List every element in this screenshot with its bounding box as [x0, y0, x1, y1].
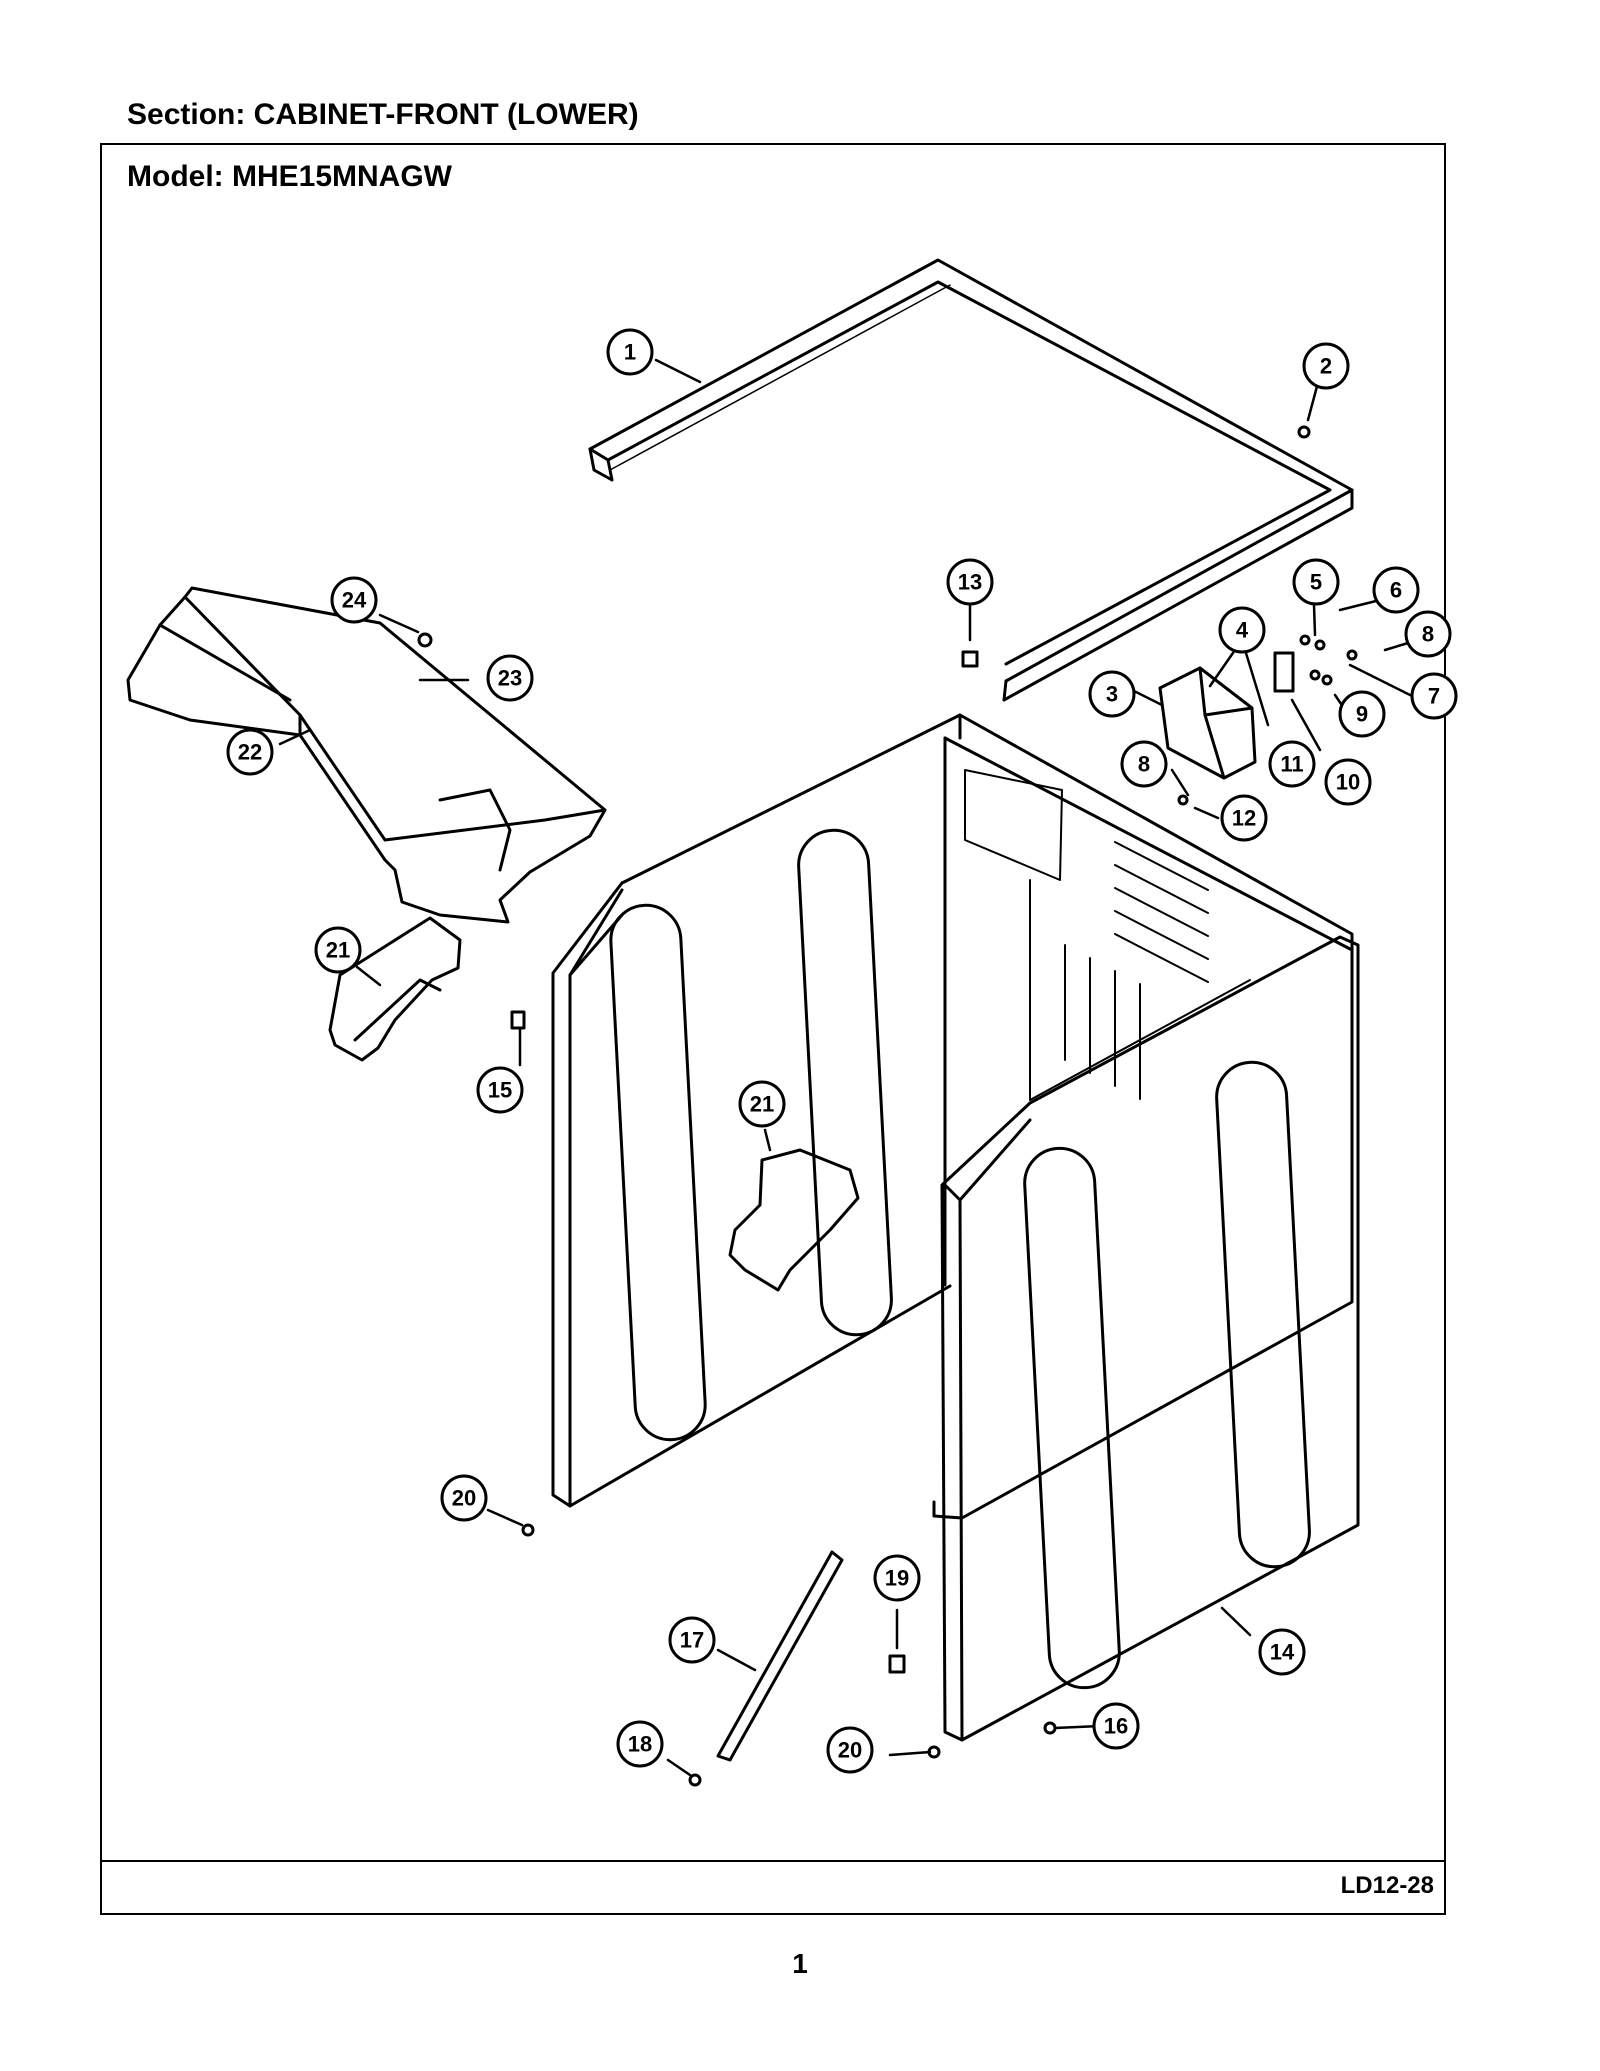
callout-label-23: 23: [498, 666, 522, 691]
part-11-switch: [1273, 651, 1295, 693]
callout-label-10: 10: [1336, 770, 1360, 795]
callout-15: [476, 1066, 524, 1114]
callout-22: [226, 728, 274, 776]
callout-17: [668, 1616, 716, 1664]
callout-7: [1410, 672, 1458, 720]
part-15-clip: [510, 1010, 526, 1030]
callout-13: [946, 558, 994, 606]
callout-label-24: 24: [342, 588, 367, 613]
model-title: Model: MHE15MNAGW: [127, 160, 452, 193]
footer-divider: [100, 1860, 1446, 1862]
callout-24: [330, 576, 378, 624]
part-13-clip: [961, 650, 979, 668]
callout-21a: [314, 926, 362, 974]
callout-6: [1372, 566, 1420, 614]
callout-label-22: 22: [238, 740, 262, 765]
part-3-bracket: [1158, 666, 1257, 780]
callout-label-3: 3: [1106, 682, 1118, 707]
part-top-frame: [588, 258, 1354, 702]
callout-label-11: 11: [1280, 752, 1303, 777]
callout-16: [1092, 1702, 1140, 1750]
callout-20a: [440, 1474, 488, 1522]
callout-4: [1218, 606, 1266, 654]
callout-8a: [1404, 610, 1452, 658]
part-21-inner-bracket: [728, 1148, 860, 1292]
callout-label-2: 2: [1320, 354, 1332, 379]
cabinet-body: [551, 713, 1360, 1742]
callout-12: [1220, 794, 1268, 842]
part-17-strap: [716, 1550, 844, 1762]
callout-18: [616, 1720, 664, 1768]
callout-label-5: 5: [1310, 570, 1322, 595]
callout-label-18: 18: [628, 1732, 652, 1757]
callout-label-8b: 8: [1138, 752, 1150, 777]
page-number: 1: [792, 1948, 808, 1979]
part-front-trim: [126, 586, 607, 924]
part-19-clip: [888, 1654, 906, 1674]
callouts: [226, 328, 1458, 1774]
callout-label-14: 14: [1270, 1640, 1295, 1665]
callout-label-12: 12: [1232, 806, 1256, 831]
callout-20b: [826, 1726, 874, 1774]
leader-lines: [278, 358, 1422, 1777]
callout-23: [486, 654, 534, 702]
screws: [417, 425, 1358, 1787]
callout-label-9: 9: [1356, 702, 1368, 727]
callout-label-20a: 20: [452, 1486, 476, 1511]
callout-2: [1302, 342, 1350, 390]
callout-label-7: 7: [1428, 684, 1440, 709]
callout-9: [1338, 690, 1386, 738]
callout-label-19: 19: [885, 1566, 909, 1591]
callout-label-15: 15: [488, 1078, 512, 1103]
callout-11: [1268, 740, 1316, 788]
diagram-code: LD12-28: [1340, 1872, 1434, 1899]
callout-label-1: 1: [624, 340, 636, 365]
callout-label-16: 16: [1104, 1714, 1128, 1739]
callout-label-13: 13: [958, 570, 982, 595]
callout-21b: [738, 1080, 786, 1128]
callout-8b: [1120, 740, 1168, 788]
callout-1: [606, 328, 654, 376]
diagram-frame: [100, 143, 1446, 1915]
section-title: Section: CABINET-FRONT (LOWER): [127, 98, 639, 131]
callout-label-8a: 8: [1422, 622, 1434, 647]
callout-19: [873, 1554, 921, 1602]
callout-3: [1088, 670, 1136, 718]
callout-14: [1258, 1628, 1306, 1676]
callout-label-21a: 21: [326, 938, 350, 963]
callout-label-20b: 20: [838, 1738, 862, 1763]
part-21-bracket: [328, 916, 462, 1062]
callout-label-17: 17: [680, 1628, 704, 1653]
callout-label-21b: 21: [750, 1092, 774, 1117]
callout-label-6: 6: [1390, 578, 1402, 603]
callout-10: [1324, 758, 1372, 806]
callout-5: [1292, 558, 1340, 606]
callout-label-4: 4: [1236, 618, 1249, 643]
